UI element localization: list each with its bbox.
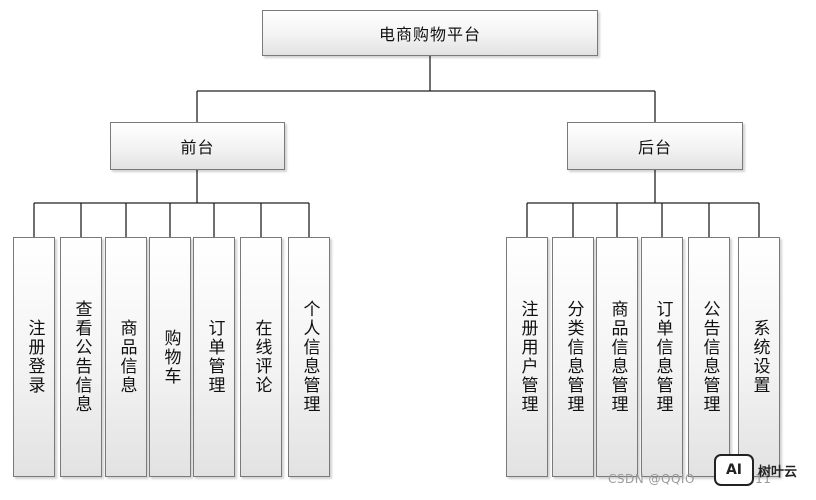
branch-node-frontend: 前台 — [110, 122, 285, 170]
leaf-label: 个人信息管理 — [299, 300, 320, 414]
root-label: 电商购物平台 — [378, 25, 481, 44]
leaf-node: 在线评论 — [240, 237, 282, 477]
leaf-label: 注册登录 — [24, 319, 45, 395]
leaf-label: 查看公告信息 — [71, 300, 92, 414]
leaf-label: 系统设置 — [749, 319, 770, 395]
leaf-node: 订单信息管理 — [641, 237, 683, 477]
leaf-label: 商品信息 — [116, 319, 137, 395]
branch-node-backend: 后台 — [567, 122, 743, 170]
leaf-label: 公告信息管理 — [699, 300, 720, 414]
leaf-label: 分类信息管理 — [563, 300, 584, 414]
root-node: 电商购物平台 — [262, 10, 598, 56]
leaf-label: 购物车 — [160, 328, 181, 386]
leaf-node: 商品信息 — [105, 237, 147, 477]
leaf-node: 分类信息管理 — [552, 237, 594, 477]
watermark-text: CSDN @QQIO — [608, 472, 695, 486]
leaf-node: 购物车 — [149, 237, 191, 477]
ai-logo-icon: AI — [714, 454, 754, 486]
leaf-node: 查看公告信息 — [60, 237, 102, 477]
leaf-node: 注册登录 — [13, 237, 55, 477]
leaf-node: 系统设置 — [738, 237, 780, 477]
leaf-node: 订单管理 — [193, 237, 235, 477]
leaf-node: 商品信息管理 — [596, 237, 638, 477]
leaf-label: 订单信息管理 — [652, 300, 673, 414]
leaf-node: 个人信息管理 — [288, 237, 330, 477]
leaf-label: 注册用户管理 — [517, 300, 538, 414]
leaf-label: 在线评论 — [251, 319, 272, 395]
logo-label: 树叶云 — [758, 464, 798, 480]
branch-label-frontend: 前台 — [180, 138, 215, 157]
leaf-node: 注册用户管理 — [506, 237, 548, 477]
logo-mark-text: AI — [725, 462, 743, 478]
leaf-node: 公告信息管理 — [688, 237, 730, 477]
leaf-label: 订单管理 — [204, 319, 225, 395]
branch-label-backend: 后台 — [637, 138, 672, 157]
shuyeyun-logo: AI 树叶云 — [714, 454, 797, 486]
leaf-label: 商品信息管理 — [607, 300, 628, 414]
